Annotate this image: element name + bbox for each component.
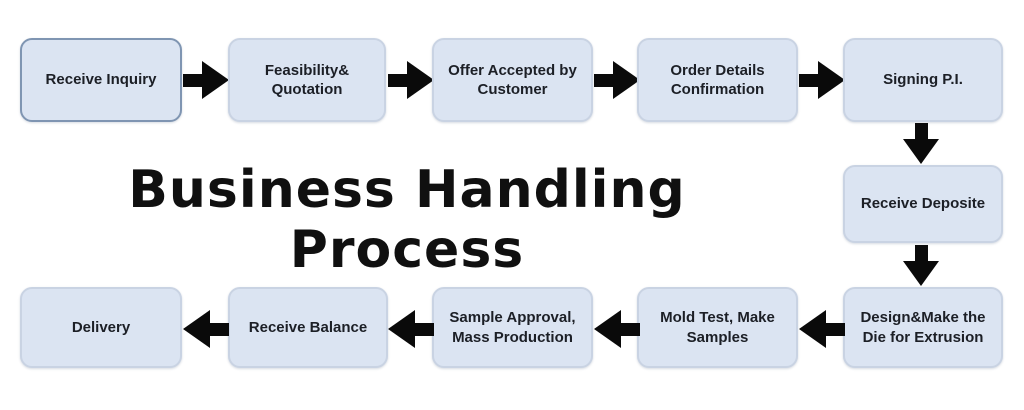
arrow-left-icon — [799, 310, 845, 348]
arrow-right-icon — [799, 61, 845, 99]
arrow-right-icon — [594, 61, 640, 99]
flow-node-offer-accepted: Offer Accepted by Customer — [432, 38, 593, 122]
flow-node-design-make-die: Design&Make the Die for Extrusion — [843, 287, 1003, 368]
flow-node-label: Order Details Confirmation — [670, 61, 765, 99]
arrow-right-icon — [183, 61, 229, 99]
flow-node-sample-approval: Sample Approval, Mass Production — [432, 287, 593, 368]
flow-node-label: Feasibility& Quotation — [264, 61, 350, 99]
flow-node-feasibility-quotation: Feasibility& Quotation — [228, 38, 386, 122]
arrow-down-icon — [903, 123, 939, 164]
flow-node-label: Offer Accepted by Customer — [448, 61, 577, 99]
flow-node-label: Receive Inquiry — [45, 71, 157, 89]
arrow-left-icon — [388, 310, 434, 348]
flow-node-receive-inquiry: Receive Inquiry — [20, 38, 182, 122]
flow-node-label: Design&Make the Die for Extrusion — [860, 309, 986, 346]
flow-node-delivery: Delivery — [20, 287, 182, 368]
flow-node-mold-test: Mold Test, Make Samples — [637, 287, 798, 368]
flow-node-label: Receive Balance — [248, 318, 368, 336]
flow-node-label: Receive Deposite — [860, 195, 986, 213]
flow-node-signing-pi: Signing P.I. — [843, 38, 1003, 122]
arrow-right-icon — [388, 61, 434, 99]
flow-node-label: Delivery — [71, 318, 131, 336]
flow-node-receive-deposite: Receive Deposite — [843, 165, 1003, 243]
arrow-left-icon — [183, 310, 229, 348]
flow-node-receive-balance: Receive Balance — [228, 287, 388, 368]
flow-node-order-details: Order Details Confirmation — [637, 38, 798, 122]
flow-node-label: Signing P.I. — [883, 71, 963, 89]
flow-node-label: Mold Test, Make Samples — [660, 309, 775, 346]
arrow-left-icon — [594, 310, 640, 348]
page-title: Business Handling Process — [128, 160, 686, 280]
flow-node-label: Sample Approval, Mass Production — [449, 309, 576, 346]
arrow-down-icon — [903, 245, 939, 286]
